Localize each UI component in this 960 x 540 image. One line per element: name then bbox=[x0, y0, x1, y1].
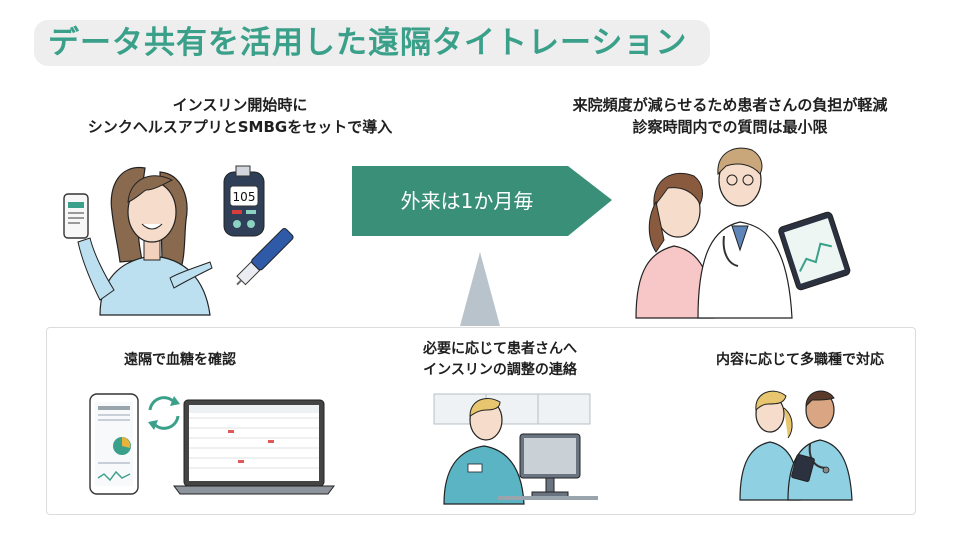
right-caption: 来院頻度が減らせるため患者さんの負担が軽減 診察時間内での質問は最小限 bbox=[520, 94, 940, 138]
item2-caption-line2: インスリンの調整の連絡 bbox=[423, 362, 577, 378]
pointer-triangle bbox=[460, 252, 500, 326]
meter-reading: 105 bbox=[233, 190, 256, 204]
healthcare-team-illustration bbox=[739, 390, 853, 501]
glucose-meter-icon: 105 bbox=[223, 165, 265, 237]
right-caption-line1: 来院頻度が減らせるため患者さんの負担が軽減 bbox=[572, 96, 888, 114]
left-caption-line1: インスリン開始時に bbox=[172, 96, 308, 114]
phone-laptop-illustration bbox=[89, 393, 335, 495]
page-title: データ共有を活用した遠隔タイトレーション bbox=[48, 25, 688, 61]
item2-caption: 必要に応じて患者さんへ インスリンの調整の連絡 bbox=[400, 339, 600, 381]
item1-caption: 遠隔で血糖を確認 bbox=[124, 352, 236, 368]
nurse-at-computer-illustration bbox=[433, 393, 598, 505]
left-caption-line2: シンクヘルスアプリとSMBGをセットで導入 bbox=[87, 118, 393, 136]
doctor-patient-illustration bbox=[635, 147, 851, 319]
item3-caption: 内容に応じて多職種で対応 bbox=[716, 352, 884, 368]
item2-caption-line1: 必要に応じて患者さんへ bbox=[423, 341, 577, 357]
title-banner bbox=[34, 20, 710, 66]
sync-icon bbox=[148, 396, 180, 430]
insulin-pen-icon bbox=[236, 228, 294, 286]
left-caption: インスリン開始時に シンクヘルスアプリとSMBGをセットで導入 bbox=[30, 94, 450, 138]
woman-with-phone-illustration bbox=[63, 167, 213, 316]
right-caption-line2: 診察時間内での質問は最小限 bbox=[632, 118, 828, 136]
arrow-label: 外来は1か月毎 bbox=[400, 189, 534, 213]
